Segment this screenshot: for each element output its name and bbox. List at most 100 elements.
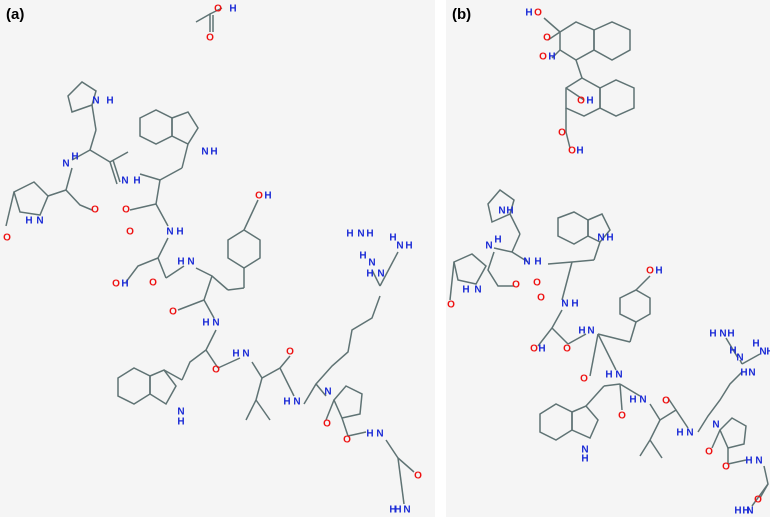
- atom-label-o: O: [286, 347, 294, 358]
- atom-label-n: N: [759, 347, 766, 358]
- atom-label-n: N: [166, 227, 173, 238]
- atom-label-o: O: [705, 447, 713, 458]
- atom-label-o: O: [539, 52, 547, 63]
- atom-label-h: H: [606, 233, 613, 244]
- atom-label-n: N: [474, 285, 481, 296]
- atom-label-n: N: [242, 349, 249, 360]
- atom-label-o: O: [206, 33, 214, 44]
- atom-label-o: O: [512, 280, 520, 291]
- atom-label-h: H: [676, 428, 683, 439]
- atom-label-o: O: [414, 471, 422, 482]
- atom-label-h: H: [389, 505, 396, 516]
- atom-label-h: H: [578, 326, 585, 337]
- atom-label-o: O: [323, 419, 331, 430]
- atom-label-h: H: [709, 329, 716, 340]
- atom-label-h: H: [576, 146, 583, 157]
- atom-label-o: O: [558, 128, 566, 139]
- atom-label-n: N: [177, 407, 184, 418]
- atom-label-h: H: [346, 229, 353, 240]
- atom-label-h: H: [202, 318, 209, 329]
- atom-label-h: H: [366, 269, 373, 280]
- atom-label-h: H: [121, 279, 128, 290]
- atom-label-o: O: [563, 344, 571, 355]
- atom-label-h: H: [729, 346, 736, 357]
- atom-label-o: O: [3, 233, 11, 244]
- atom-label-n: N: [377, 269, 384, 280]
- atom-label-h: H: [655, 266, 662, 277]
- atom-label-n: N: [187, 257, 194, 268]
- atom-label-h: H: [176, 227, 183, 238]
- atom-label-o: O: [722, 462, 730, 473]
- atom-label-n: N: [62, 159, 69, 170]
- atom-label-h: H: [766, 347, 770, 358]
- atom-label-o: O: [122, 205, 130, 216]
- atom-label-o: O: [646, 266, 654, 277]
- atom-label-h: H: [283, 397, 290, 408]
- atom-label-h: H: [405, 241, 412, 252]
- atom-label-h: H: [548, 52, 555, 63]
- atom-label-o: O: [447, 300, 455, 311]
- atom-label-h: H: [71, 152, 78, 163]
- atom-label-h: H: [106, 96, 113, 107]
- atom-label-h: H: [394, 505, 401, 516]
- atom-label-h: H: [534, 257, 541, 268]
- atom-label-h: H: [745, 456, 752, 467]
- atom-label-n: N: [746, 506, 753, 517]
- atom-label-n: N: [523, 257, 530, 268]
- atom-label-o: O: [126, 227, 134, 238]
- atom-label-o: O: [169, 307, 177, 318]
- atom-label-o: O: [662, 396, 670, 407]
- atom-label-n: N: [719, 329, 726, 340]
- atom-label-h: H: [133, 176, 140, 187]
- atom-label-o: O: [580, 374, 588, 385]
- atom-label-o: O: [149, 278, 157, 289]
- atom-label-o: O: [533, 278, 541, 289]
- atom-label-h: H: [229, 4, 236, 15]
- panel-a-label: (a): [6, 6, 25, 23]
- atom-label-o: O: [618, 411, 626, 422]
- panel-b-label: (b): [452, 6, 472, 23]
- atom-label-h: H: [389, 233, 396, 244]
- atom-label-n: N: [376, 429, 383, 440]
- atom-label-n: N: [498, 206, 505, 217]
- atom-label-h: H: [25, 216, 32, 227]
- atom-label-n: N: [36, 216, 43, 227]
- atom-label-n: N: [581, 445, 588, 456]
- atom-label-o: O: [214, 4, 222, 15]
- atom-label-h: H: [177, 417, 184, 428]
- atom-label-o: O: [534, 8, 542, 19]
- atom-label-h: H: [210, 147, 217, 158]
- atom-label-n: N: [396, 241, 403, 252]
- panel-b: (b): [446, 0, 770, 517]
- atom-label-h: H: [605, 370, 612, 381]
- atom-label-h: H: [177, 257, 184, 268]
- atom-label-n: N: [212, 318, 219, 329]
- atom-label-n: N: [357, 229, 364, 240]
- atom-label-h: H: [462, 285, 469, 296]
- atom-label-n: N: [597, 233, 604, 244]
- atom-label-h: H: [232, 349, 239, 360]
- atom-label-n: N: [121, 176, 128, 187]
- atom-label-n: N: [748, 368, 755, 379]
- atom-label-n: N: [92, 96, 99, 107]
- atom-label-h: H: [586, 96, 593, 107]
- atom-label-h: H: [629, 395, 636, 406]
- atom-label-o: O: [530, 344, 538, 355]
- bonds-b: [449, 17, 769, 507]
- atom-label-n: N: [639, 395, 646, 406]
- atom-label-h: H: [742, 506, 749, 517]
- atom-label-n: N: [755, 456, 762, 467]
- atom-label-h: H: [740, 368, 747, 379]
- atom-label-n: N: [736, 353, 743, 364]
- atom-label-o: O: [577, 96, 585, 107]
- atom-label-n: N: [712, 420, 719, 431]
- atom-label-h: H: [538, 344, 545, 355]
- atom-label-n: N: [293, 397, 300, 408]
- atom-label-n: N: [403, 505, 410, 516]
- atom-label-h: H: [366, 229, 373, 240]
- atom-label-o: O: [343, 435, 351, 446]
- atom-label-o: O: [91, 205, 99, 216]
